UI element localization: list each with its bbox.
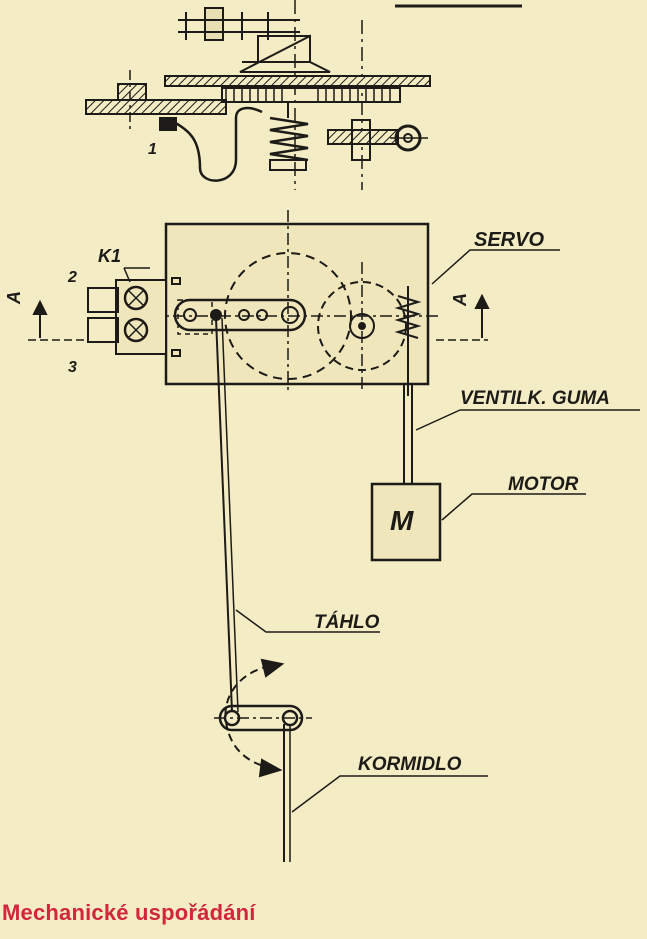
k1-contact-block bbox=[115, 279, 167, 355]
figure-caption: Mechanické uspořádání bbox=[2, 900, 256, 925]
section-a-left-label: A bbox=[4, 291, 24, 305]
motor-box bbox=[370, 482, 442, 562]
servo-plan-view bbox=[28, 210, 640, 862]
tahlo-label: TÁHLO bbox=[314, 611, 380, 633]
large-gear bbox=[224, 252, 352, 380]
motor-symbol: M bbox=[390, 505, 414, 536]
servo-housing bbox=[164, 222, 430, 386]
servo-arm bbox=[173, 298, 307, 332]
section-a-right-label: A bbox=[450, 293, 470, 307]
kormidlo-label: KORMIDLO bbox=[358, 754, 462, 775]
servo-label: SERVO bbox=[474, 229, 544, 251]
part-1-label: 1 bbox=[148, 141, 157, 158]
contact-3-label: 3 bbox=[68, 359, 77, 376]
ventilk-guma-label: VENTILK. GUMA bbox=[460, 388, 610, 409]
contact-2-label: 2 bbox=[67, 269, 77, 286]
pushrod bbox=[215, 317, 233, 713]
motor-label: MOTOR bbox=[508, 474, 579, 495]
k1-label: K1 bbox=[98, 246, 121, 266]
section-view bbox=[85, 0, 522, 190]
small-gear bbox=[317, 281, 407, 371]
